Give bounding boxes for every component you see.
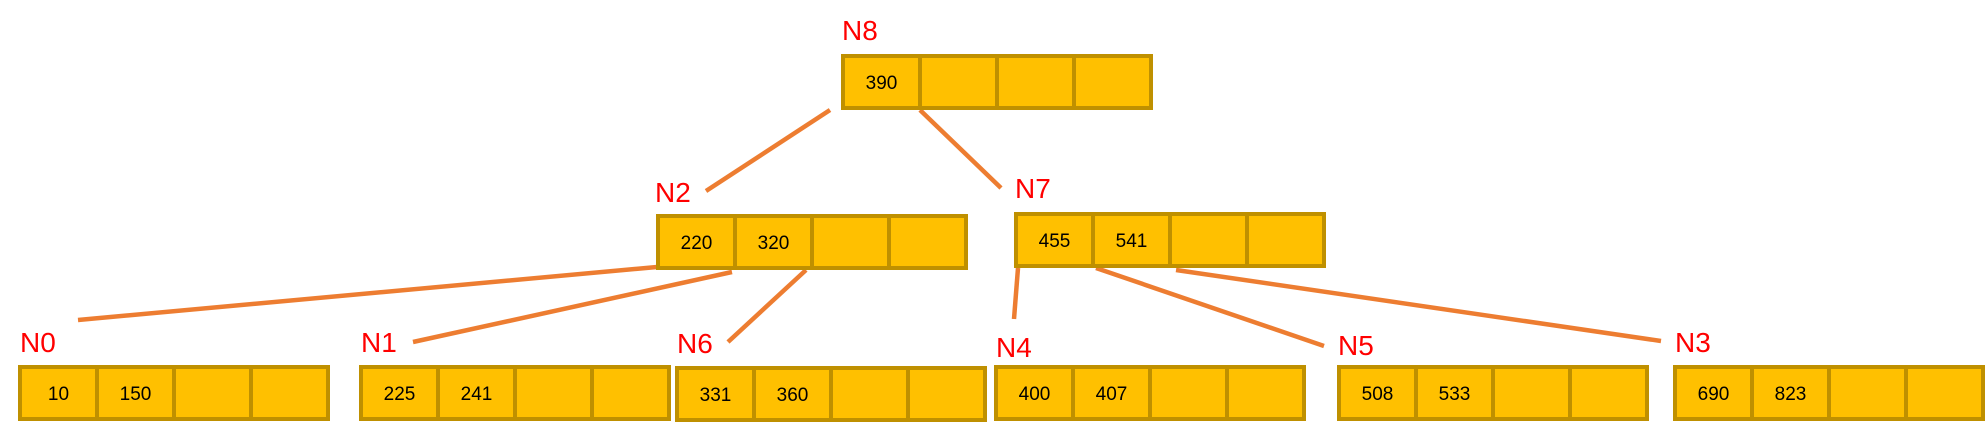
key-cell xyxy=(994,365,1075,421)
key-cell xyxy=(752,366,833,422)
edge-n7-n3 xyxy=(1175,267,1662,344)
node-label-n1: N1 xyxy=(361,327,397,358)
key-cell xyxy=(1750,365,1831,421)
node-label-n3: N3 xyxy=(1675,327,1711,358)
key-value: 331 xyxy=(700,385,732,406)
node-n4: N4 400 407 xyxy=(994,332,1306,421)
key-cell xyxy=(18,365,99,421)
key-cell xyxy=(1245,212,1326,268)
edge-n8-n7 xyxy=(918,108,1003,190)
key-cell xyxy=(436,365,517,421)
key-cell xyxy=(1225,365,1306,421)
key-value: 360 xyxy=(777,385,809,406)
key-cell xyxy=(887,214,968,270)
edge-n2-n6 xyxy=(726,268,808,344)
key-cell xyxy=(513,365,594,421)
key-value: 533 xyxy=(1439,384,1471,405)
node-label-n2: N2 xyxy=(655,177,691,208)
node-label-n6: N6 xyxy=(677,328,713,359)
key-cell xyxy=(172,365,253,421)
key-cell xyxy=(1072,54,1153,110)
key-cell xyxy=(906,366,987,422)
node-label-n5: N5 xyxy=(1338,330,1374,361)
key-cell xyxy=(1168,212,1249,268)
edge-n2-n0 xyxy=(77,264,658,323)
key-cell xyxy=(995,54,1076,110)
key-cell xyxy=(249,365,330,421)
key-value: 690 xyxy=(1698,384,1730,405)
key-cell xyxy=(1148,365,1229,421)
key-value: 225 xyxy=(384,384,416,405)
key-value: 400 xyxy=(1019,384,1051,405)
node-label-n4: N4 xyxy=(996,332,1032,363)
node-n7: N7 455 541 xyxy=(1014,173,1326,268)
edge-n2-n1 xyxy=(412,269,733,345)
key-cell xyxy=(1568,365,1649,421)
key-cell xyxy=(1827,365,1908,421)
key-cell xyxy=(359,365,440,421)
edge-n8-n2 xyxy=(704,108,832,193)
key-cell xyxy=(1071,365,1152,421)
edges-layer xyxy=(77,108,1662,349)
key-cell xyxy=(1673,365,1754,421)
key-value: 220 xyxy=(681,233,713,254)
key-value: 407 xyxy=(1096,384,1128,405)
key-cell xyxy=(1337,365,1418,421)
node-n1: N1 225 241 xyxy=(359,327,671,421)
key-value: 541 xyxy=(1116,231,1148,252)
key-value: 241 xyxy=(461,384,493,405)
node-label-n7: N7 xyxy=(1015,173,1051,204)
key-cell xyxy=(1491,365,1572,421)
key-value: 823 xyxy=(1775,384,1807,405)
key-cell xyxy=(841,54,922,110)
edge-n7-n5 xyxy=(1095,265,1325,349)
node-label-n0: N0 xyxy=(20,327,56,358)
key-value: 455 xyxy=(1039,231,1071,252)
key-cell xyxy=(656,214,737,270)
key-value: 10 xyxy=(48,384,69,405)
node-n8: N8 390 xyxy=(841,15,1153,110)
node-n3: N3 690 823 xyxy=(1673,327,1985,421)
node-n2: N2 220 320 xyxy=(655,177,968,270)
key-cell xyxy=(918,54,999,110)
node-n0: N0 10 150 xyxy=(18,327,330,421)
key-cell xyxy=(829,366,910,422)
key-value: 390 xyxy=(866,73,898,94)
node-n6: N6 331 360 xyxy=(675,328,987,422)
key-value: 320 xyxy=(758,233,790,254)
edge-n7-n4 xyxy=(1011,267,1021,320)
key-cell xyxy=(95,365,176,421)
key-value: 508 xyxy=(1362,384,1394,405)
key-cell xyxy=(590,365,671,421)
key-cell xyxy=(1904,365,1985,421)
key-value: 150 xyxy=(120,384,152,405)
key-cell xyxy=(810,214,891,270)
node-n5: N5 508 533 xyxy=(1337,330,1649,421)
node-label-n8: N8 xyxy=(842,15,878,46)
